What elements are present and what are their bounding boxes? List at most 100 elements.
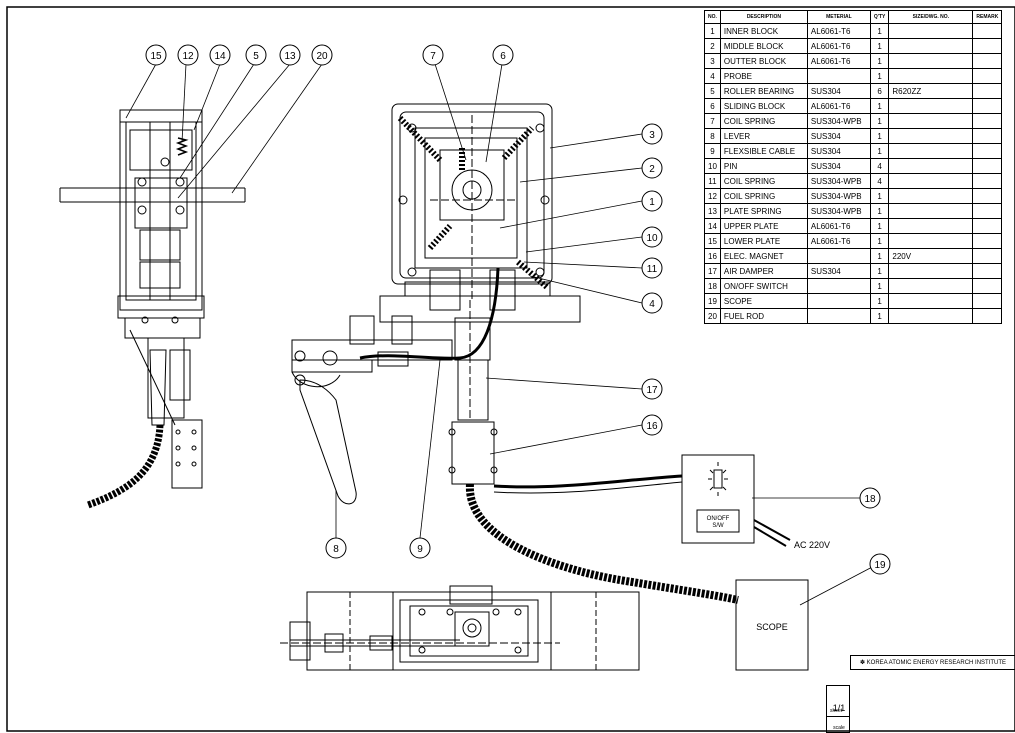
balloon-4-text: 4 [649,299,655,310]
bom-cell-size [888,128,974,144]
balloon-16 [641,414,663,436]
switch-label-line2: S/W [712,523,724,529]
bom-cell-material: AL6061-T6 [806,233,871,249]
balloon-3 [641,123,663,145]
bom-cell-description: ELEC. MAGNET [719,248,808,264]
bom-cell-material: SUS304 [806,128,871,144]
scale-cell: 1/1 scale [826,703,850,733]
scope-cable [465,483,739,604]
bottom-view [280,585,640,671]
balloon-14 [209,44,231,66]
bom-cell-qty: 1 [869,263,890,279]
bom-cell-no: 5 [704,83,721,99]
balloon-2 [641,157,663,179]
balloon-19 [869,553,891,575]
balloon-15 [145,44,167,66]
balloon-20 [311,44,333,66]
bom-cell-description: PIN [719,158,808,174]
balloon-5 [245,44,267,66]
balloon-6 [492,44,514,66]
balloon-6-text: 6 [500,51,506,62]
bom-cell-material: SUS304 [806,158,871,174]
bom-cell-no: 9 [704,143,721,159]
bom-cell-remark [972,248,1003,264]
bom-cell-size [888,98,974,114]
bom-cell-remark [972,38,1003,54]
balloon-11 [641,257,663,279]
balloon-18 [859,487,881,509]
title-block: ✽ KOREA ATOMIC ENERGY RESEARCH INSTITUTE… [826,655,1015,733]
bom-cell-remark [972,23,1003,39]
bom-cell-no: 14 [704,218,721,234]
bom-cell-size [888,68,974,84]
balloon-12 [177,44,199,66]
bom-cell-qty: 1 [869,308,890,324]
balloon-1-text: 1 [649,197,655,208]
bom-cell-qty: 1 [869,53,890,69]
bom-header-remark: REMARK [972,10,1003,24]
bom-cell-no: 8 [704,128,721,144]
bom-cell-no: 3 [704,53,721,69]
balloon-9 [409,537,431,559]
bom-cell-material [806,293,871,309]
bom-cell-qty: 1 [869,38,890,54]
bom-cell-no: 19 [704,293,721,309]
balloon-5-text: 5 [253,51,259,62]
bom-cell-size [888,158,974,174]
balloon-8 [325,537,347,559]
bom-cell-no: 10 [704,158,721,174]
bom-cell-material [806,68,871,84]
bom-cell-qty: 1 [869,113,890,129]
balloon-2-text: 2 [649,164,655,175]
bom-cell-qty: 4 [869,173,890,189]
bom-header-description: DESCRIPTION [719,10,808,24]
bom-cell-no: 11 [704,173,721,189]
switch-box [681,454,791,547]
organization-name: ✽ KOREA ATOMIC ENERGY RESEARCH INSTITUTE [850,655,1015,670]
bom-cell-material: AL6061-T6 [806,218,871,234]
bom-cell-qty: 4 [869,158,890,174]
bom-cell-qty: 1 [869,143,890,159]
power-label: AC 220V [794,540,830,550]
switch-label-line1: ON/OFF [707,516,730,522]
bom-cell-material [806,248,871,264]
bom-cell-description: COIL SPRING [719,188,808,204]
bom-cell-description: ROLLER BEARING [719,83,808,99]
bom-cell-material: SUS304 [806,143,871,159]
bom-header-qty: Q'TY [869,10,890,24]
scale-value: 1/1 [832,703,846,713]
balloons [145,44,891,575]
bom-cell-qty: 1 [869,293,890,309]
bom-cell-description: COIL SPRING [719,173,808,189]
leader-lines [125,63,877,606]
sheet-cell: sheet [826,685,850,717]
bom-cell-qty: 1 [869,128,890,144]
bom-cell-remark [972,263,1003,279]
bom-cell-size [888,23,974,39]
bom-cell-qty: 1 [869,278,890,294]
bom-cell-remark [972,233,1003,249]
bom-cell-description: FUEL ROD [719,308,808,324]
bom-cell-size [888,233,974,249]
bom-cell-material: AL6061-T6 [806,38,871,54]
bom-cell-remark [972,143,1003,159]
balloon-12-text: 12 [182,51,194,62]
bom-header-row: NO. DESCRIPTION METERIAL Q'TY SIZE/DWG. … [704,10,1003,24]
balloon-8-text: 8 [333,544,339,555]
balloon-numbers: 15 12 14 5 13 20 7 6 3 2 1 10 11 4 17 16… [150,51,886,571]
bom-cell-material: AL6061-T6 [806,23,871,39]
balloon-13-text: 13 [284,51,296,62]
bom-cell-size [888,113,974,129]
bom-cell-qty: 1 [869,233,890,249]
bom-cell-material: SUS304-WPB [806,173,871,189]
bom-cell-remark [972,158,1003,174]
